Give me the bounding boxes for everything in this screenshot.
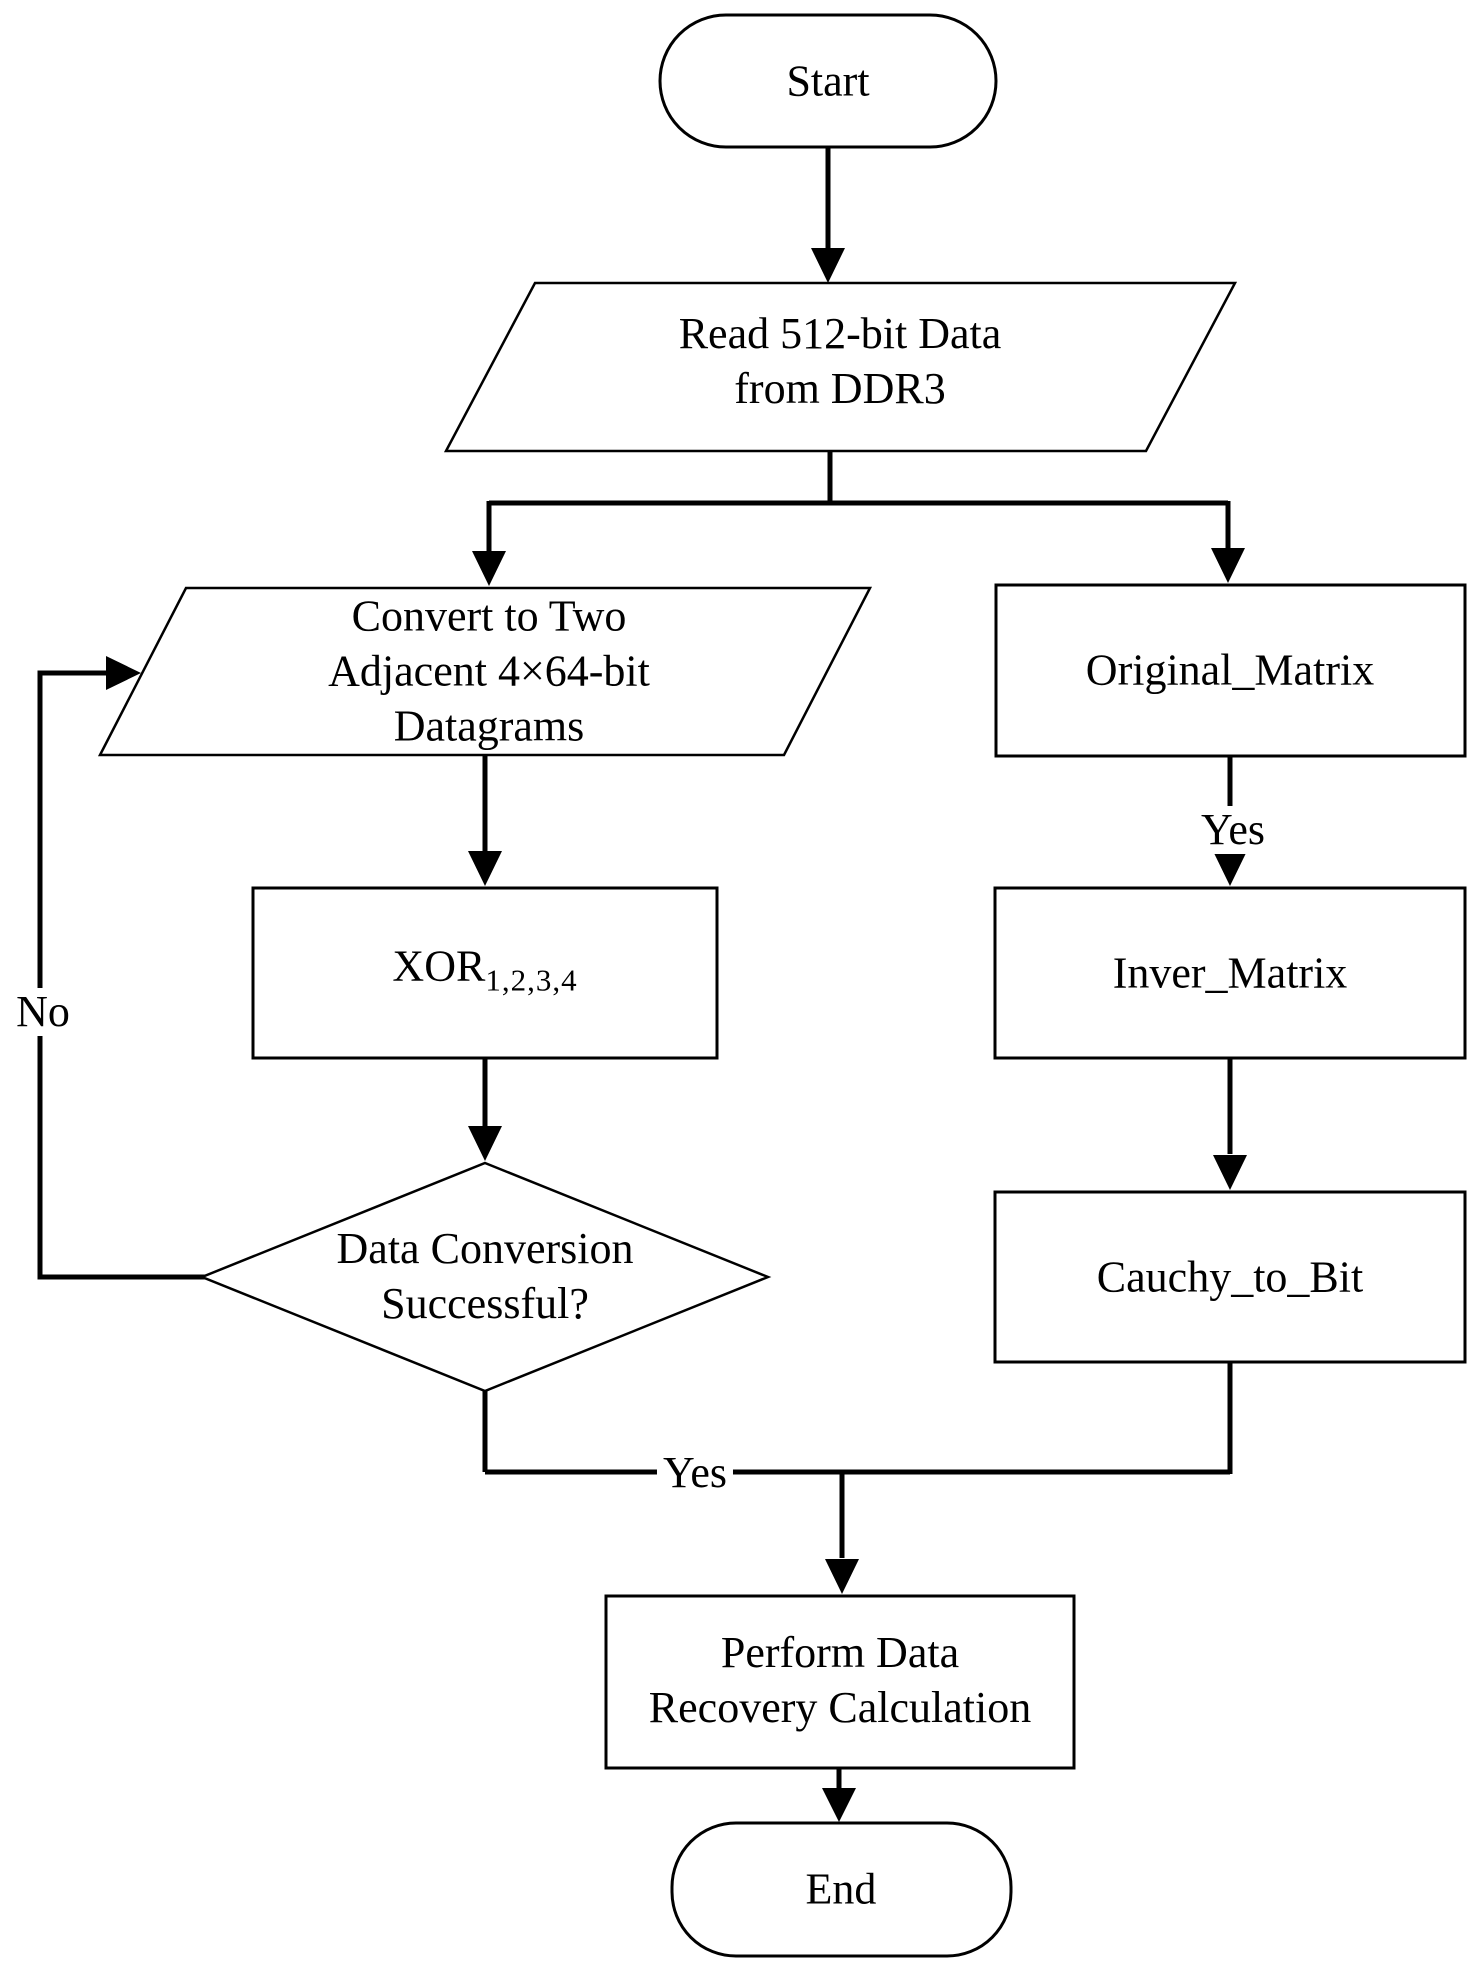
edge-read-branch xyxy=(486,449,1231,552)
end-node-label: End xyxy=(805,1864,877,1914)
decision-node-line1: Data Conversion xyxy=(336,1224,634,1273)
cauchy-to-bit-process-shape xyxy=(993,1190,1467,1364)
yes-edge-label-matrix: Yes xyxy=(1194,806,1272,854)
arrowhead-into-xor xyxy=(468,851,502,886)
original-matrix-process-shape xyxy=(994,583,1467,758)
decision-node-line2: Successful? xyxy=(381,1279,589,1328)
arrowhead-into-decision xyxy=(468,1126,502,1161)
xor-node-base: XOR xyxy=(392,941,486,991)
arrowhead-into-read xyxy=(811,248,845,283)
decision-node-label: Data Conversion Successful? xyxy=(337,1221,634,1331)
perform-node-line1: Perform Data xyxy=(720,1628,960,1677)
arrowhead-into-perform xyxy=(825,1559,859,1594)
original-matrix-node-label: Original_Matrix xyxy=(1085,645,1375,695)
perform-process-shape xyxy=(604,1594,1076,1770)
inver-matrix-process-shape xyxy=(993,886,1467,1060)
arrowhead-into-end xyxy=(822,1788,856,1822)
edge-yes-merge xyxy=(482,1360,1233,1475)
convert-node-label: Convert to Two Adjacent 4×64-bit Datagra… xyxy=(328,589,650,754)
start-node-label: Start xyxy=(786,56,870,106)
read-node-label: Read 512-bit Data from DDR3 xyxy=(679,306,1002,416)
convert-io-shape xyxy=(97,586,873,757)
convert-node-line3: Datagrams xyxy=(393,701,585,751)
no-edge-label: No xyxy=(10,988,76,1036)
read-io-shape xyxy=(443,281,1238,453)
arrowhead-into-convert xyxy=(472,551,506,586)
arrowhead-into-original-matrix xyxy=(1211,548,1245,583)
read-node-line2: from DDR3 xyxy=(734,364,946,413)
convert-node-line1: Convert to Two xyxy=(351,591,627,641)
perform-node-line2: Recovery Calculation xyxy=(648,1683,1032,1732)
xor-node-label: XOR1,2,3,4 xyxy=(392,939,577,1008)
arrowhead-no-into-convert xyxy=(106,656,141,690)
read-node-line1: Read 512-bit Data xyxy=(678,309,1002,358)
start-terminator-shape xyxy=(658,13,998,149)
arrowhead-into-cauchy xyxy=(1213,1155,1247,1190)
arrowhead-into-inver-matrix xyxy=(1213,851,1247,886)
end-terminator-shape xyxy=(670,1821,1013,1958)
convert-node-line2: Adjacent 4×64-bit xyxy=(328,646,650,696)
cauchy-to-bit-node-label: Cauchy_to_Bit xyxy=(1096,1252,1364,1302)
decision-diamond-shape xyxy=(198,1161,772,1393)
inver-matrix-node-label: Inver_Matrix xyxy=(1112,948,1348,998)
xor-process-shape xyxy=(251,886,719,1060)
yes-edge-label-decision: Yes xyxy=(656,1449,734,1497)
edge-no-loop xyxy=(37,670,205,1280)
xor-node-subscript: 1,2,3,4 xyxy=(485,962,578,998)
perform-node-label: Perform Data Recovery Calculation xyxy=(649,1625,1031,1735)
